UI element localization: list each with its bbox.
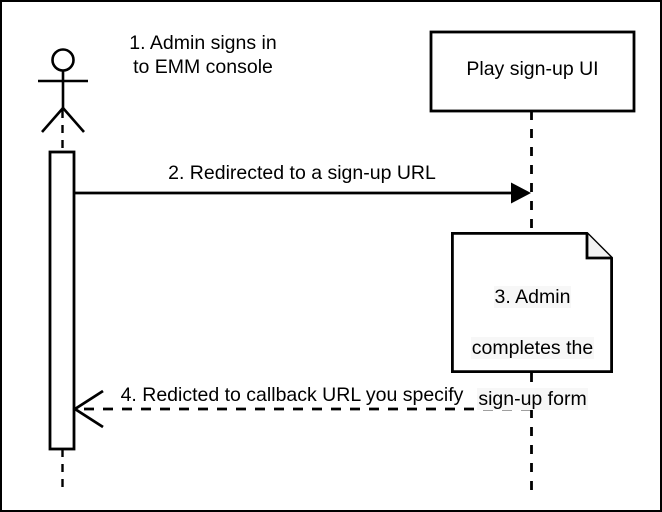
participant-box[interactable] — [429, 30, 636, 113]
message-2-arrow — [74, 182, 531, 204]
message-4-label: 4. Redicted to callback URL you specify — [120, 384, 464, 406]
note-label: 3. Admin completes the sign-up form — [454, 260, 611, 412]
message-4-arrow — [72, 389, 531, 429]
note-line-3: sign-up form — [477, 387, 588, 410]
stick-figure-actor-icon — [38, 48, 88, 133]
actor-activation-bar — [48, 150, 76, 451]
note-line-2: completes the — [470, 337, 595, 360]
actor-caption-label: 1. Admin signs in to EMM console — [129, 32, 277, 78]
participant-label: Play sign-up UI — [466, 58, 599, 80]
note-line-1: 3. Admin — [493, 286, 572, 309]
message-2-label: 2. Redirected to a sign-up URL — [168, 162, 436, 184]
